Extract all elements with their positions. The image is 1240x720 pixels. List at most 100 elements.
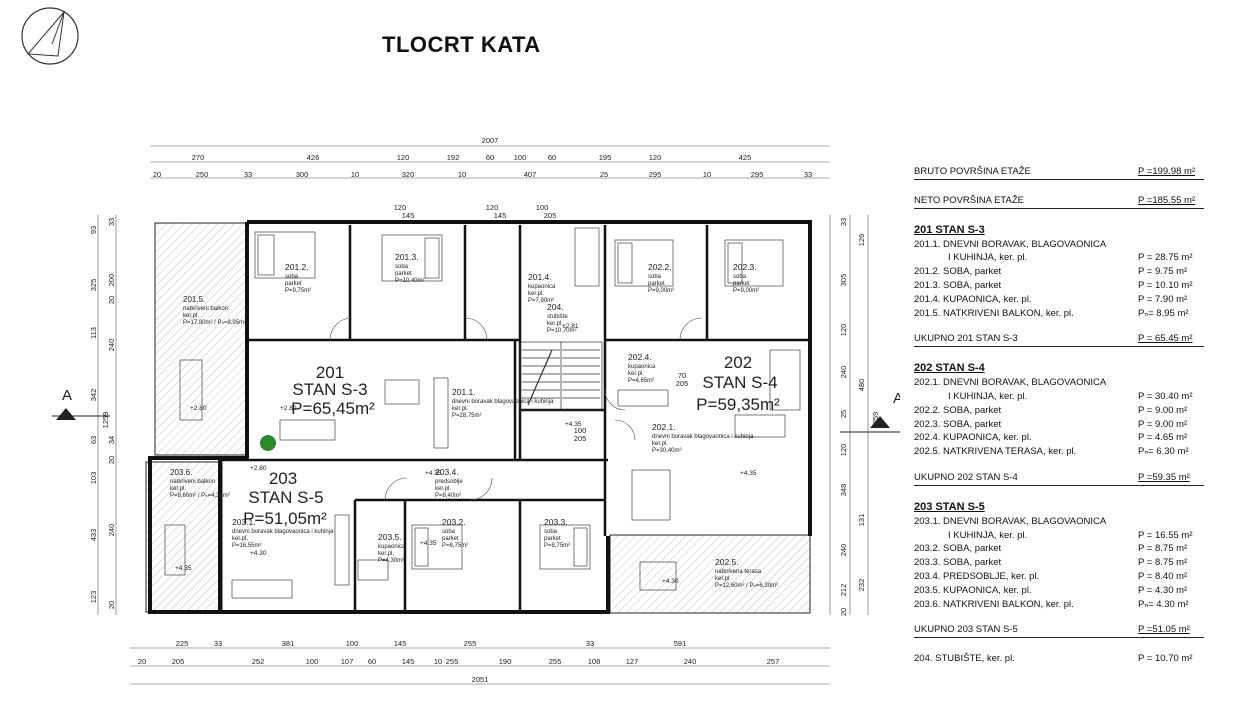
dim-bottom-row2: 255	[446, 657, 459, 666]
room-label: kupaonica	[378, 544, 406, 550]
level-label: +2.80	[250, 465, 267, 472]
room-label: 203.4.	[435, 467, 459, 477]
legend-item: 202.1. DNEVNI BORAVAK, BLAGOVAONICA	[914, 377, 1107, 389]
dim-right-outer: 232	[857, 579, 866, 592]
dim-bottom-row2: 252	[252, 657, 265, 666]
room-label: 202.3.	[733, 262, 757, 272]
unit-203-name: STAN S-5	[248, 488, 323, 507]
room-label: 202.4.	[628, 352, 652, 362]
dim-bottom-row2: 240	[684, 657, 697, 666]
legend-item: I KUHINJA, ker. pl.P = 30.40 m²	[948, 390, 1193, 402]
dim-left-inner: 20	[107, 601, 116, 609]
room-label: P=10,40m²	[395, 278, 425, 284]
dim-bottom-row2: 127	[626, 657, 639, 666]
legend-item: 203.1. DNEVNI BORAVAK, BLAGOVAONICA	[914, 515, 1107, 527]
dim-right-inner: 33	[839, 218, 848, 226]
section-label-right: A	[893, 390, 900, 407]
room-label: P=4,30m²	[378, 558, 404, 564]
room-label: soba	[442, 529, 456, 535]
dim-bottom-row2: 255	[549, 657, 562, 666]
north-arrow-icon	[21, 7, 79, 65]
dim-bottom-row2: 20	[138, 657, 146, 666]
legend-item: 201.1. DNEVNI BORAVAK, BLAGOVAONICA	[914, 238, 1107, 250]
dim-small: 145	[494, 211, 507, 220]
level-label: +2.81	[562, 323, 579, 330]
level-label: +4.30	[250, 550, 267, 557]
legend-group-heading: 202 STAN S-4	[914, 362, 985, 375]
dim-bottom-row2: 108	[588, 657, 601, 666]
room-label: soba	[285, 274, 299, 280]
room-label: soba	[544, 529, 558, 535]
dimension-lines	[97, 145, 869, 685]
legend-item: 202.4. KUPAONICA, ker. pl.P = 4.65 m²	[914, 432, 1188, 444]
dim-bottom-row2: 10	[434, 657, 442, 666]
dim-small: 145	[402, 211, 415, 220]
unit-203-area: P=51,05m²	[243, 509, 327, 528]
room-label: dnevni boravak blagovaonica i kuhinja	[652, 434, 754, 440]
dim-left-inner: 34	[107, 436, 116, 444]
unit-202-name: STAN S-4	[702, 373, 777, 392]
dim-top-row2: 20	[153, 170, 161, 179]
room-label: stubište	[547, 314, 568, 320]
dim-bottom-row1: 145	[394, 639, 407, 648]
dim-top-row2: 10	[703, 170, 711, 179]
dim-side-total-right: 1259	[871, 412, 880, 429]
plant-icon	[260, 435, 276, 451]
room-label: ker.pl.	[435, 486, 451, 492]
dim-left-outer: 342	[89, 389, 98, 402]
room-label: dnevni boravak blagovaonica i kuhinja	[232, 529, 334, 535]
dim-right-inner: 20	[839, 608, 848, 616]
dim-left-outer: 113	[89, 327, 98, 339]
dim-right-outer: 480	[857, 379, 866, 392]
furniture	[164, 227, 801, 599]
room-label: 203.5.	[378, 532, 402, 542]
dim-top-row1: 425	[739, 153, 752, 162]
dim-top-row2: 33	[804, 170, 812, 179]
room-label: ker.pl.	[183, 313, 199, 319]
dim-right-outer: 131	[857, 514, 866, 527]
legend-item: 201.4. KUPAONICA, ker. pl.P = 7.90 m²	[914, 293, 1188, 305]
level-label: +4.35	[565, 421, 582, 428]
dim-left-outer: 123	[89, 591, 98, 604]
dim-top-row1: 60	[548, 153, 556, 162]
dim-top-row1: 120	[649, 153, 662, 162]
dim-right-inner: 240	[839, 366, 848, 379]
dim-top-row2: 295	[751, 170, 764, 179]
unit-201-name: STAN S-3	[292, 380, 367, 399]
room-label: soba	[395, 264, 409, 270]
level-label: +4.35	[425, 470, 442, 477]
room-label: parket	[733, 281, 750, 287]
outer-walls	[148, 220, 812, 614]
room-label: 202.1.	[652, 422, 676, 432]
room-label: 201.4.	[528, 272, 552, 282]
dim-bottom-row2: 107	[341, 657, 354, 666]
room-label: natkriveni balkon	[170, 479, 215, 485]
unit-201-number: 201	[316, 363, 344, 382]
room-label: predsoblje	[435, 479, 463, 485]
room-label: parket	[544, 536, 561, 542]
dim-bottom-row1: 381	[282, 639, 295, 648]
level-label: +4.30	[662, 578, 679, 585]
dim-top-row2: 295	[649, 170, 662, 179]
dim-top-row1: 270	[192, 153, 205, 162]
room-label: ker.pl.	[378, 551, 394, 557]
room-label: P=7,90m²	[528, 298, 554, 304]
level-label: +4.35	[740, 470, 757, 477]
room-label: 201.1.	[452, 387, 476, 397]
dim-top-row1: 192	[447, 153, 460, 162]
room-label: ker.pl.	[547, 321, 563, 327]
room-label: ker.pl.	[652, 441, 668, 447]
level-label: +2.80	[190, 405, 207, 412]
dim-bottom-row1: 255	[464, 639, 477, 648]
room-label: 203.2.	[442, 517, 466, 527]
room-label: P=17,80m² / Pₙ=8,95m²	[183, 320, 246, 326]
dim-left-outer: 433	[89, 529, 98, 542]
dim-small: 205	[676, 379, 689, 388]
room-label: P=4,65m²	[628, 378, 654, 384]
dim-bottom-row2: 60	[368, 657, 376, 666]
dim-top-row2: 250	[196, 170, 209, 179]
unit-202-number: 202	[724, 353, 752, 372]
